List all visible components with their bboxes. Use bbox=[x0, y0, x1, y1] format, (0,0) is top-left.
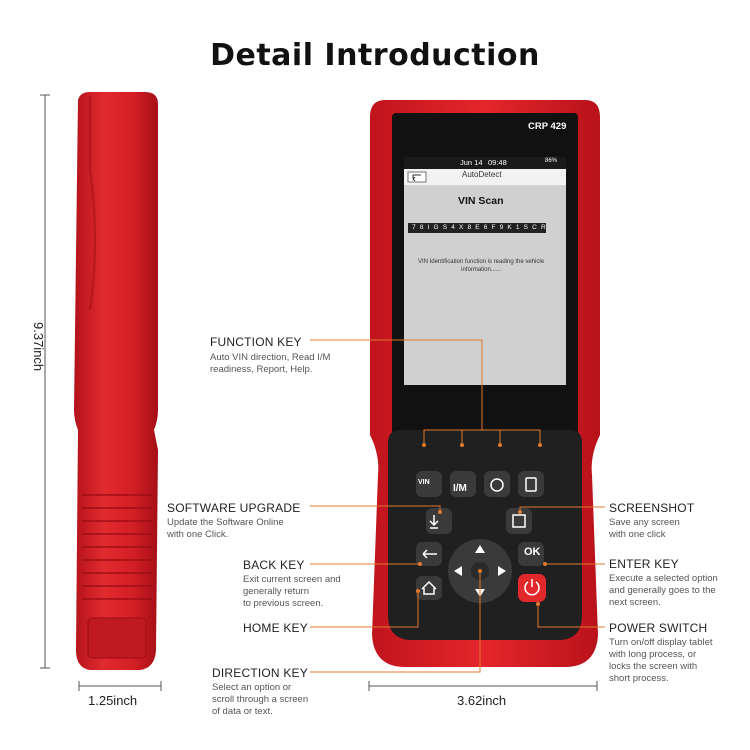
vin-char: C bbox=[532, 224, 537, 231]
screen-title: VIN Scan bbox=[458, 195, 504, 207]
battery-level: 86% bbox=[545, 158, 558, 164]
vin-char: R bbox=[540, 224, 546, 231]
vin-char: 7 bbox=[412, 224, 416, 231]
screen-message: VIN Identification function is reading t… bbox=[417, 259, 545, 273]
vin-char: E bbox=[475, 224, 480, 231]
device-front-view bbox=[370, 100, 600, 667]
im-key-label[interactable]: I/M bbox=[453, 483, 467, 494]
screen-header: AutoDetect bbox=[462, 170, 502, 179]
vin-char: S bbox=[523, 224, 528, 231]
back-key-label: BACK KEY bbox=[243, 558, 305, 572]
software-upgrade-label: SOFTWARE UPGRADE bbox=[167, 501, 301, 515]
side-width-label: 1.25inch bbox=[88, 693, 138, 708]
vin-char: X bbox=[459, 224, 464, 231]
power-switch-label: POWER SWITCH bbox=[609, 621, 708, 635]
screenshot-label: SCREENSHOT bbox=[609, 501, 695, 515]
home-key-label: HOME KEY bbox=[243, 621, 308, 635]
ok-key-label[interactable]: OK bbox=[524, 546, 541, 558]
vin-char: I bbox=[427, 224, 430, 231]
front-width-label: 3.62inch bbox=[457, 693, 507, 708]
vin-char: 6 bbox=[483, 224, 488, 231]
enter-key-label: ENTER KEY bbox=[609, 557, 679, 571]
vin-char: 8 bbox=[419, 224, 424, 231]
status-date: Jun 14 bbox=[460, 158, 483, 167]
function-key-label: FUNCTION KEY bbox=[210, 335, 302, 349]
status-time: 09:48 bbox=[488, 158, 507, 167]
model-label: CRP 429 bbox=[528, 121, 567, 132]
vin-char: F bbox=[491, 224, 496, 231]
vin-char: 1 bbox=[515, 224, 520, 231]
vin-key-label[interactable]: VIN bbox=[418, 479, 430, 486]
vin-char: 8 bbox=[467, 224, 472, 231]
vin-char: K bbox=[507, 224, 512, 231]
vin-char: 9 bbox=[499, 224, 504, 231]
vin-char: S bbox=[442, 224, 448, 231]
vin-char: 4 bbox=[451, 224, 455, 231]
page-title: Detail Introduction bbox=[210, 38, 540, 73]
direction-key-label: DIRECTION KEY bbox=[212, 666, 308, 680]
vin-char: G bbox=[433, 224, 439, 231]
device-side-view bbox=[74, 92, 158, 670]
